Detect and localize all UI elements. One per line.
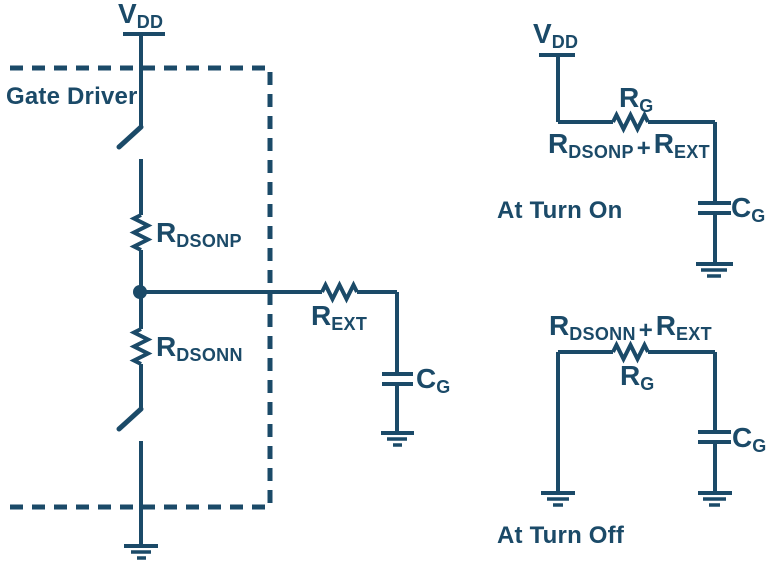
- formula-r2: R: [655, 310, 676, 341]
- resistor-rext-icon: [320, 280, 359, 304]
- cg-label-left: CG: [416, 363, 451, 397]
- low-side-switch-icon: [116, 364, 144, 544]
- rdsonp-label: RDSONP: [156, 217, 242, 251]
- vdd-sub: DD: [136, 12, 164, 32]
- rext-sub: EXT: [331, 314, 368, 334]
- cg-main: C: [732, 422, 753, 453]
- plus-sign: +: [638, 317, 653, 344]
- rg-sub: G: [639, 96, 654, 116]
- ground-symbol-turn-on: [696, 262, 733, 278]
- resistor-rg-turn-off-icon: [611, 340, 650, 364]
- formula-r1: R: [548, 128, 569, 159]
- turn-on-formula: RDSONP+REXT: [548, 128, 710, 162]
- vdd-rail-left: [123, 32, 165, 126]
- vdd-main: V: [533, 18, 552, 49]
- cg-sub: G: [751, 206, 766, 226]
- resistor-rdsonp-icon: [129, 213, 153, 252]
- cg-label-turn-on: CG: [731, 192, 766, 226]
- rg-label-turn-on: RG: [619, 82, 654, 116]
- at-turn-on-caption: At Turn On: [497, 197, 623, 224]
- formula-r1-sub: DSONP: [568, 142, 634, 162]
- rg-sub: G: [640, 374, 655, 394]
- rext-main: R: [311, 300, 332, 331]
- rext-label: REXT: [311, 300, 368, 334]
- formula-r2-sub: EXT: [674, 142, 710, 162]
- rg-main: R: [620, 360, 641, 391]
- gate-driver-label: Gate Driver: [6, 83, 138, 110]
- formula-r2: R: [653, 128, 674, 159]
- cg-main: C: [731, 192, 752, 223]
- cg-main: C: [416, 363, 437, 394]
- formula-r2-sub: EXT: [676, 324, 712, 344]
- resistor-rg-turn-on-icon: [611, 110, 650, 134]
- turn-off-wire: [556, 350, 717, 491]
- vdd-label-turn-on: VDD: [533, 18, 579, 52]
- capacitor-cg-turn-on-icon: [698, 201, 731, 262]
- turn-off-formula: RDSONN+REXT: [549, 310, 712, 344]
- at-turn-off-caption: At Turn Off: [497, 522, 625, 549]
- cg-label-turn-off: CG: [732, 422, 767, 456]
- gate-wire-left: [357, 290, 399, 372]
- turn-on-wire: [558, 120, 717, 201]
- capacitor-cg-left-icon: [382, 372, 413, 431]
- ground-symbol-driver: [124, 544, 158, 560]
- formula-r1: R: [549, 310, 570, 341]
- high-side-switch-icon: [116, 124, 144, 215]
- rdsonn-main: R: [156, 331, 177, 362]
- resistor-rdsonn-icon: [129, 327, 153, 366]
- rdsonn-sub: DSONN: [176, 345, 243, 365]
- cg-sub: G: [752, 436, 767, 456]
- vdd-label-left: VDD: [118, 0, 163, 31]
- formula-r1-sub: DSONN: [569, 324, 636, 344]
- cg-sub: G: [436, 377, 451, 397]
- rdsonn-label: RDSONN: [156, 331, 243, 365]
- plus-sign: +: [636, 135, 651, 162]
- output-node-dot: [133, 285, 147, 299]
- ground-symbol-turn-off-right: [698, 491, 732, 507]
- rg-main: R: [619, 82, 640, 113]
- vdd-rail-turn-on: [539, 53, 575, 122]
- rdsonp-sub: DSONP: [176, 231, 242, 251]
- vdd-sub: DD: [551, 32, 579, 52]
- ground-symbol-cg-left: [381, 431, 414, 447]
- vdd-main: V: [118, 0, 137, 29]
- rdsonp-main: R: [156, 217, 177, 248]
- ground-symbol-turn-off-left: [541, 491, 575, 507]
- capacitor-cg-turn-off-icon: [698, 430, 731, 491]
- rg-label-turn-off: RG: [620, 360, 655, 394]
